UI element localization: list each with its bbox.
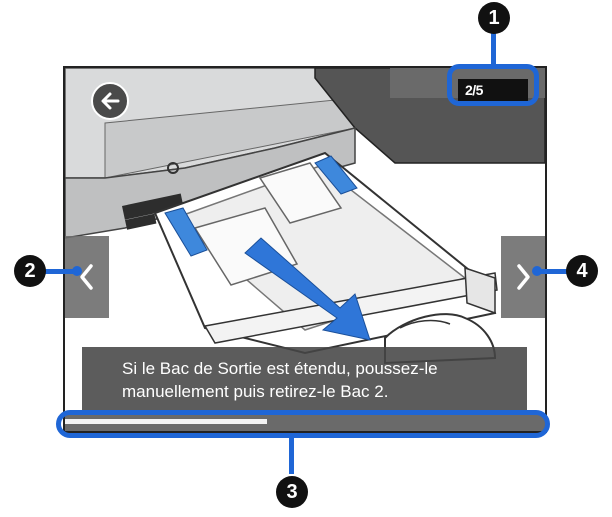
callout-ring-progress-bar	[56, 410, 550, 438]
previous-page-button[interactable]	[65, 236, 109, 318]
callout-number-1: 1	[478, 2, 510, 34]
instruction-caption: Si le Bac de Sortie est étendu, poussez-…	[82, 347, 527, 413]
leader-line-1	[491, 32, 496, 66]
callout-ring-page-counter	[447, 64, 539, 106]
progress-bar	[65, 415, 545, 431]
leader-line-4	[537, 269, 569, 274]
chevron-right-icon	[517, 264, 530, 290]
printer-lcd-screen: 2/5 Si le Bac de Sortie est étendu, pous…	[63, 66, 547, 433]
next-page-button[interactable]	[501, 236, 545, 318]
leader-line-2	[44, 269, 76, 274]
page-counter: 2/5	[458, 79, 528, 101]
back-button[interactable]	[91, 82, 129, 120]
progress-bar-fill	[65, 419, 267, 424]
leader-line-3	[289, 436, 294, 474]
back-arrow-icon	[101, 92, 120, 110]
leader-dot-4	[532, 266, 542, 276]
callout-number-2: 2	[14, 255, 46, 287]
chevron-left-icon	[80, 264, 93, 290]
callout-number-4: 4	[566, 255, 598, 287]
callout-number-3: 3	[276, 476, 308, 508]
leader-dot-2	[72, 266, 82, 276]
